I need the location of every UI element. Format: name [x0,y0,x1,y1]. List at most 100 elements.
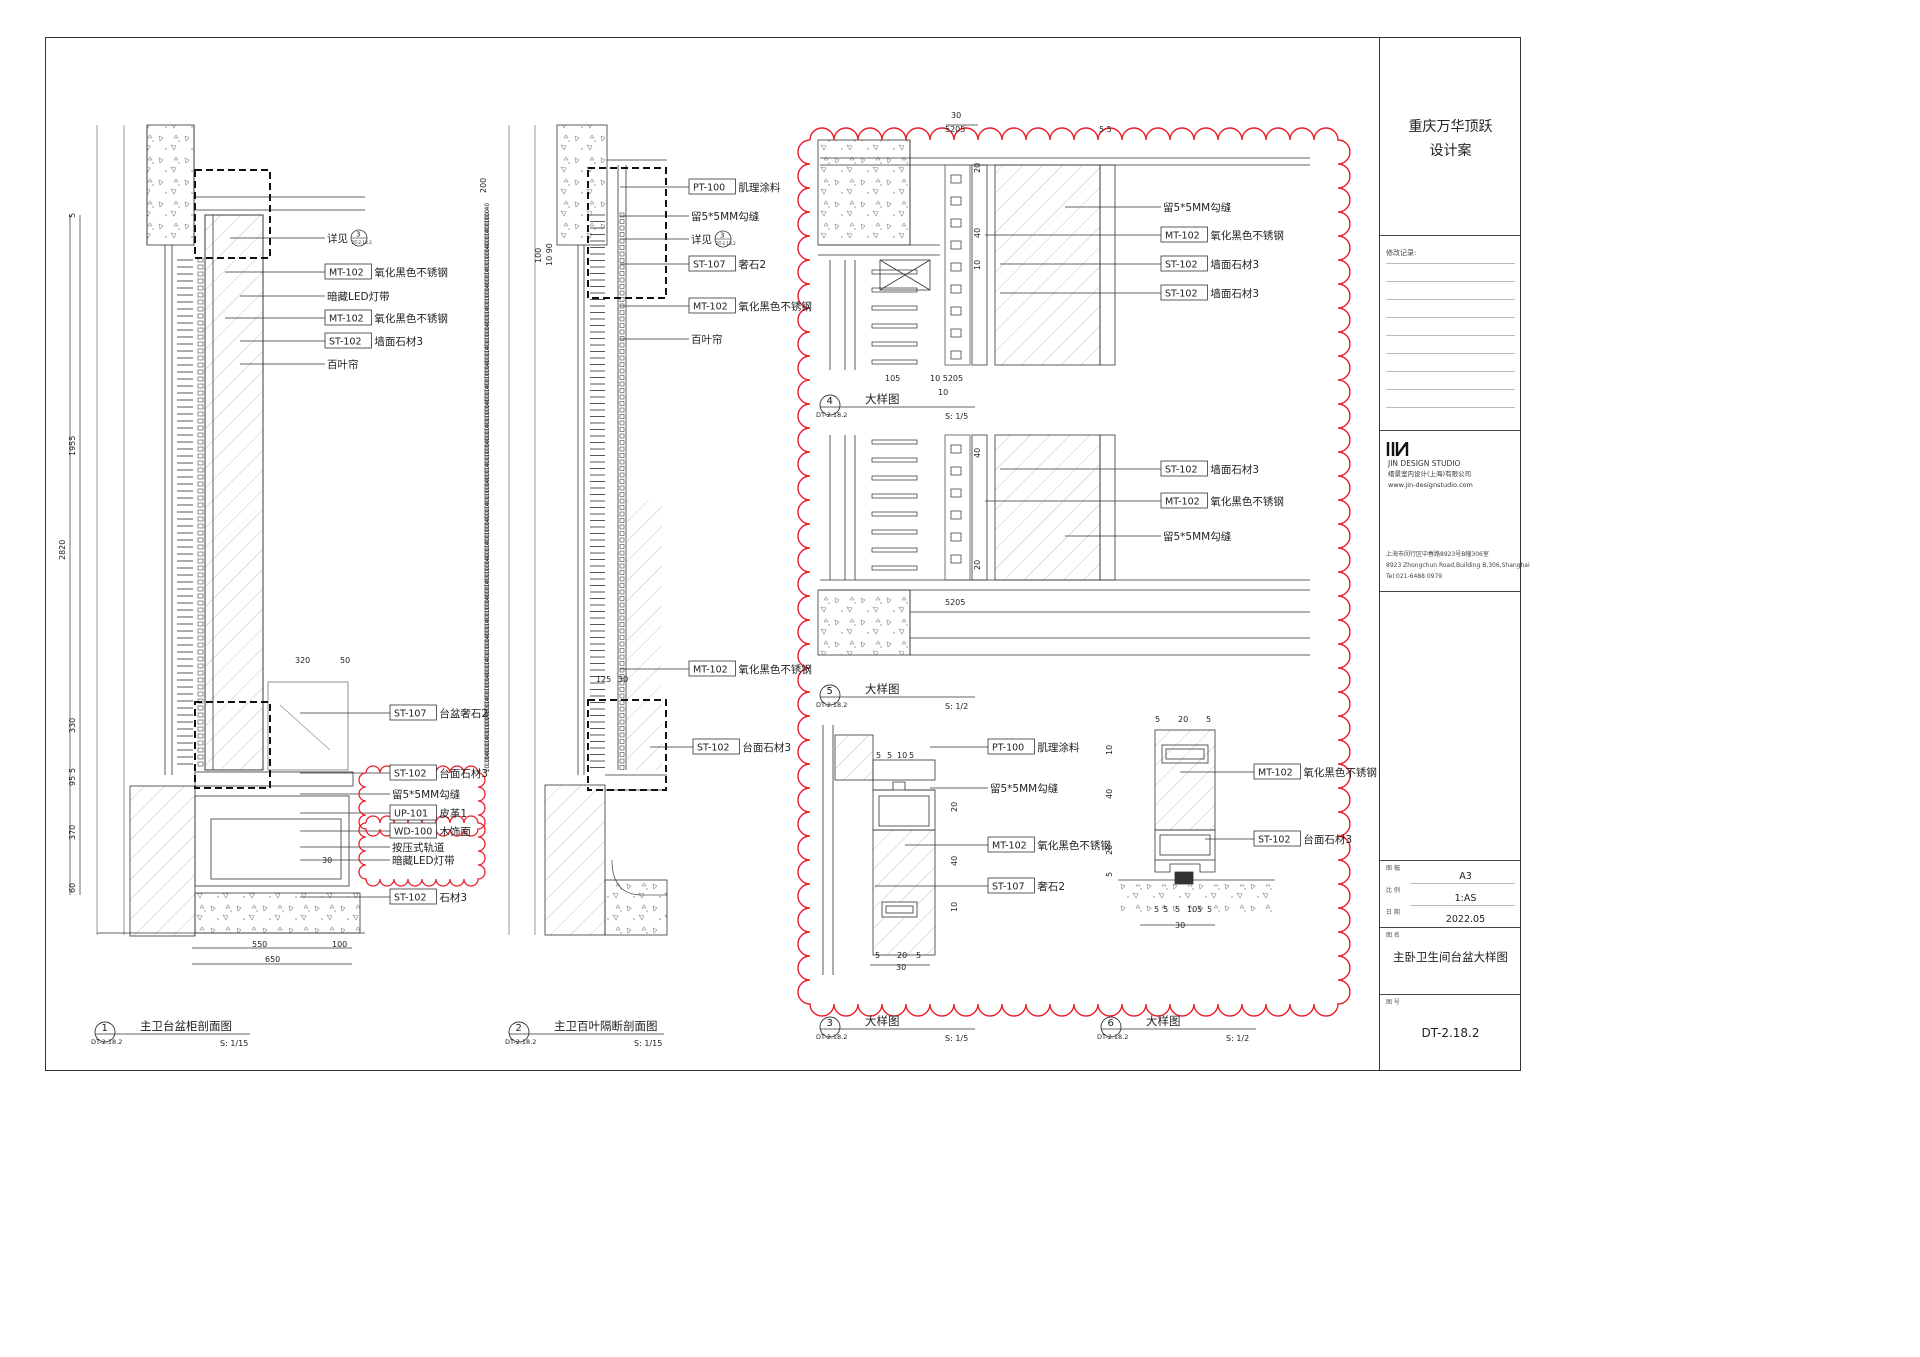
callout-text: 奢石2 [738,258,766,271]
dimension-label: 40 10 [484,684,491,701]
project-name-line-1: 重庆万华顶跃 [1408,119,1493,135]
detail-title-text: 大样图 [865,1014,900,1028]
dimension-label: 40 10 [484,528,491,545]
material-tag-box [1253,830,1301,847]
detail-number: 4 [827,396,833,407]
dimension-label: 10 10 [484,443,491,460]
detail-sheet-ref: DT-2.18.2 [1097,1033,1128,1041]
material-tag-box [389,888,437,905]
dimension-label: 10 10 [484,697,491,714]
dimension-label: 5 [1206,715,1211,724]
detail-title-text: 大样图 [865,682,900,696]
address-en: 8923 Zhongchun Road,Building B,306,Shang… [1386,562,1530,569]
material-tag: MT-102 [329,314,364,325]
dimension-label: 30 [896,963,906,972]
material-tag: UP-101 [394,809,428,820]
callout-text: 氧化黑色不锈钢 [374,312,448,325]
detail-ref-sheet: DT-2.18.2 [716,241,737,246]
sheet-title-value: 主卧卫生间台盆大样图 [1393,950,1508,964]
material-tag: ST-102 [394,893,427,904]
callout-text: 留5*5MM勾缝 [990,782,1059,795]
dimension-label: 10 40 [484,593,491,610]
dimension-label: 10 10 [484,495,491,512]
sheet-number-label: 图 号 [1386,999,1400,1006]
callout-text: 台面石材3 [439,767,488,780]
dimension-label: 5 [1154,905,1159,914]
detail-1-louvers [177,257,204,767]
dimension-label: 10 10 [484,229,491,246]
dimension-label: 10 10 [484,619,491,636]
dimension-label: 100 [332,940,347,949]
material-tag: MT-102 [693,302,728,313]
dimension-label: 95 [68,776,77,786]
material-tag-box [324,263,372,280]
dimension-label: 10 10 [484,742,491,759]
dimension-label: 10 10 [484,417,491,434]
dimension-label: 10 10 [484,456,491,473]
dimension-label: 10 40 [484,476,491,493]
detail-sheet-ref: DT-2.18.2 [816,1033,847,1041]
dimension-label: 10 10 [484,307,491,324]
callout-text: 肌理涂料 [1037,741,1079,754]
detail-sheet-ref: DT-2.18.2 [505,1038,536,1046]
dimension-label: 30 [618,675,628,684]
detail-number: 1 [102,1023,108,1034]
dimension-label: 40 10 [484,372,491,389]
studio-name: JIN DESIGN STUDIO [1388,459,1461,468]
dimension-label: 10 10 [484,261,491,278]
dimension-label: 10 10 [484,209,491,226]
revision-label: 修改记录: [1386,249,1417,257]
dimension-label: 10 40 [484,242,491,259]
revision-cloud [797,127,1351,1017]
dimension-label: 105 [885,374,900,383]
detail-6-drawing [1118,729,1275,914]
sheet-size-label: 图 幅 [1386,865,1400,872]
dimension-label: 10 10 [484,703,491,720]
callout-text: 木饰面 [439,825,471,838]
callout-text: 详见 [691,233,712,246]
dimension-label: 10 5205 [930,374,963,383]
dimension-label: 1955 [68,436,77,456]
material-tag-box [688,255,736,272]
dimension-label: 10 10 [484,378,491,395]
callout-text: 氧化黑色不锈钢 [1037,839,1111,852]
dimension-label: 30 [322,856,332,865]
dimension-label: 10 40 [484,203,491,220]
material-tag-box [987,836,1035,853]
dimension-label: 10 10 [484,268,491,285]
dimension-label: 10 [973,260,982,270]
studio-info: JIN DESIGN STUDIO 缙景室内设计(上海)有限公司 www.jin… [1388,458,1473,491]
dimension-label: 10 40 [484,515,491,532]
material-tag: ST-102 [1165,260,1198,271]
callout-text: 氧化黑色不锈钢 [374,266,448,279]
callout-text: 按压式轨道 [392,841,445,854]
dimension-label: 10 40 [484,281,491,298]
callout-text: 氧化黑色不锈钢 [1210,495,1284,508]
dimension-label: 60 [68,883,77,893]
detail-number: 3 [827,1018,833,1029]
dimension-label: 10 10 [484,658,491,675]
dimension-label: 10 10 [484,463,491,480]
dimension-label: 10 10 [484,664,491,681]
material-tag-box [389,822,437,839]
detail-3-drawing [817,139,1310,370]
dimension-label: 10 40 [484,320,491,337]
dimension-label: 10 10 [484,573,491,590]
callout-text: 留5*5MM勾缝 [392,788,461,801]
dimension-label: 10 10 [484,541,491,558]
sheet-date-label: 日 期 [1386,909,1400,916]
dimension-label: 10 10 [484,469,491,486]
dimension-label: 40 [973,448,982,458]
detail-4-drawing [817,434,1310,656]
detail-2-dimension-column [590,212,625,770]
dimension-label: 30 [1175,921,1185,930]
dimension-label: 40 10 [484,450,491,467]
dimension-label: 10 40 [484,632,491,649]
dimension-label: 10 10 [484,287,491,304]
dimension-label: 10 10 [484,534,491,551]
dimension-label: 10 10 [484,391,491,408]
dimension-lines [69,124,1215,966]
drawing-frame [45,37,1521,1071]
